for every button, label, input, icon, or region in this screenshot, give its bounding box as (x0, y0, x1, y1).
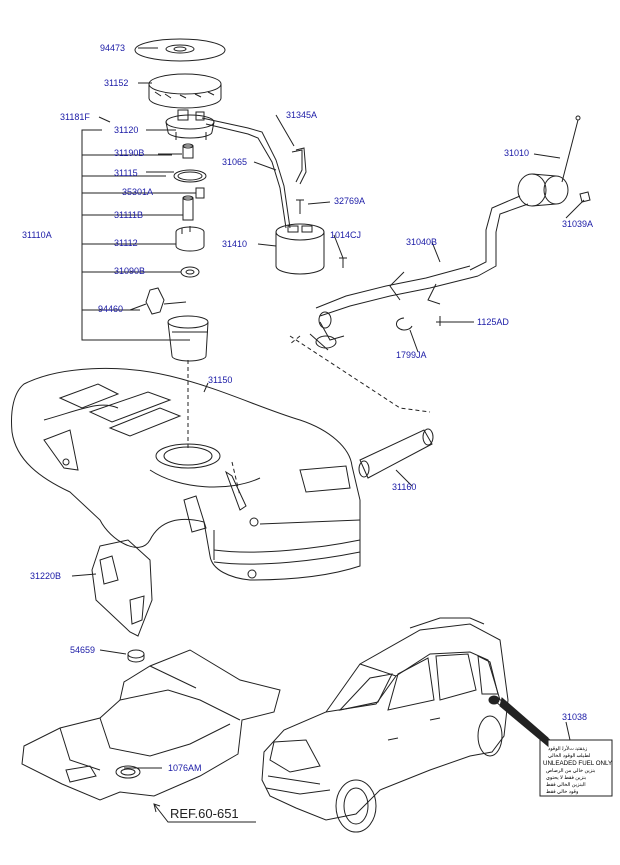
protector-31220b (91, 539, 153, 637)
part-label: 31220B (30, 571, 62, 581)
pump-parts-stack (173, 143, 207, 278)
part-label: 31038 (562, 712, 588, 722)
part-label: 31410 (222, 239, 248, 249)
floor-pan-ref (21, 649, 281, 801)
part-label: 31160 (392, 482, 417, 492)
svg-text:ﺯﺬﻘﺘﻴﻧ ﺕﻷﺮﻟ ﺍﻟﻮﻗﻮﺩ: ﺯﺬﻘﺘﻴﻧ ﺕﻷﺮﻟ ﺍﻟﻮﻗﻮﺩ (548, 744, 588, 752)
label-leader-lines (71, 47, 585, 769)
part-label: 31115 (114, 168, 138, 178)
lock-ring-31152 (148, 73, 222, 109)
part-label: 31152 (104, 78, 129, 88)
fuel-tank-31150 (11, 367, 361, 581)
svg-text:ﻟﻂﻴﻠﺳ ﺍﻟﻮﻗﻮﺩ ﺍﻟﺨﺎﻟﻲ: ﻟﻂﻴﻠﺳ ﺍﻟﻮﻗﻮﺩ ﺍﻟﺨﺎﻟﻲ (548, 753, 591, 759)
bracket-31110a (81, 129, 190, 341)
reference-label: REF.60-651 (170, 806, 239, 821)
part-label: 31039A (562, 219, 594, 229)
sticker-headline: UNLEADED FUEL ONLY (543, 760, 612, 767)
part-label: 31150 (208, 375, 233, 385)
fuel-sticker-31038: ﺯﺬﻘﺘﻴﻧ ﺕﻷﺮﻟ ﺍﻟﻮﻗﻮﺩ ﻟﻂﻴﻠﺳ ﺍﻟﻮﻗﻮﺩ ﺍﻟﺨﺎﻟﻲ U… (539, 739, 613, 797)
part-label: 94460 (98, 304, 124, 314)
svg-text:ﺍﻟﺒﻨﺰﻳﻦ ﺍﻟﺨﺎﻟﻲ ﻓﻘﻂ: ﺍﻟﺒﻨﺰﻳﻦ ﺍﻟﺨﺎﻟﻲ ﻓﻘﻂ (546, 782, 586, 788)
part-label: 54659 (70, 645, 96, 655)
part-label: 31040B (406, 237, 438, 247)
part-label: 31181F (60, 112, 90, 122)
part-label: 31065 (222, 157, 248, 167)
svg-text:ﺑﻨﺰﻳﻦ ﻓﻘﻂ ﻻ ﻳﺤﺘﻮﻱ: ﺑﻨﺰﻳﻦ ﻓﻘﻂ ﻻ ﻳﺤﺘﻮﻱ (546, 775, 586, 781)
part-label: 31112 (114, 238, 138, 248)
part-label: 31010 (504, 148, 530, 158)
svg-text:ﻭﻗﻮﺩ ﺧﺎﻟﻲ ﻓﻘﻂ: ﻭﻗﻮﺩ ﺧﺎﻟﻲ ﻓﻘﻂ (546, 789, 579, 795)
part-label: 1014CJ (330, 230, 362, 240)
vapor-hose-31065 (201, 117, 291, 229)
part-label: 31190B (114, 148, 145, 158)
filler-pipe-31160 (358, 428, 434, 479)
canister-31410 (275, 223, 325, 275)
clamp-1799ja (395, 317, 413, 331)
clip-31039a (579, 191, 591, 203)
strainer-cup (167, 315, 209, 362)
part-label: 31090B (114, 266, 146, 276)
part-label: 1125AD (477, 317, 509, 327)
car-illustration (261, 617, 551, 833)
part-label: 31345A (286, 110, 318, 120)
pump-flange-31120 (165, 109, 215, 140)
part-label: 94473 (100, 43, 126, 53)
part-label: 31120 (114, 125, 139, 135)
part-label: 35301A (122, 187, 154, 197)
fuel-pump-cover-94473 (134, 38, 226, 62)
filler-neck-31040b (309, 195, 529, 351)
part-label: 1076AM (168, 763, 202, 773)
ref-leader (153, 803, 256, 823)
sender-94460 (145, 287, 187, 315)
nut-54659 (127, 649, 145, 663)
part-label: 31110A (22, 230, 52, 240)
hose-31345a (291, 147, 307, 185)
part-label: 1799JA (396, 350, 427, 360)
filler-cap-31010 (517, 115, 581, 207)
dashed-leader-lines (187, 335, 431, 497)
part-label: 31111B (114, 210, 144, 220)
svg-text:ﺑﻨﺰﻳﻦ ﺧﺎﻟﻲ ﻣﻦ ﺍﻟﺮﺻﺎﺹ: ﺑﻨﺰﻳﻦ ﺧﺎﻟﻲ ﻣﻦ ﺍﻟﺮﺻﺎﺹ (546, 768, 595, 774)
part-label: 32769A (334, 196, 366, 206)
